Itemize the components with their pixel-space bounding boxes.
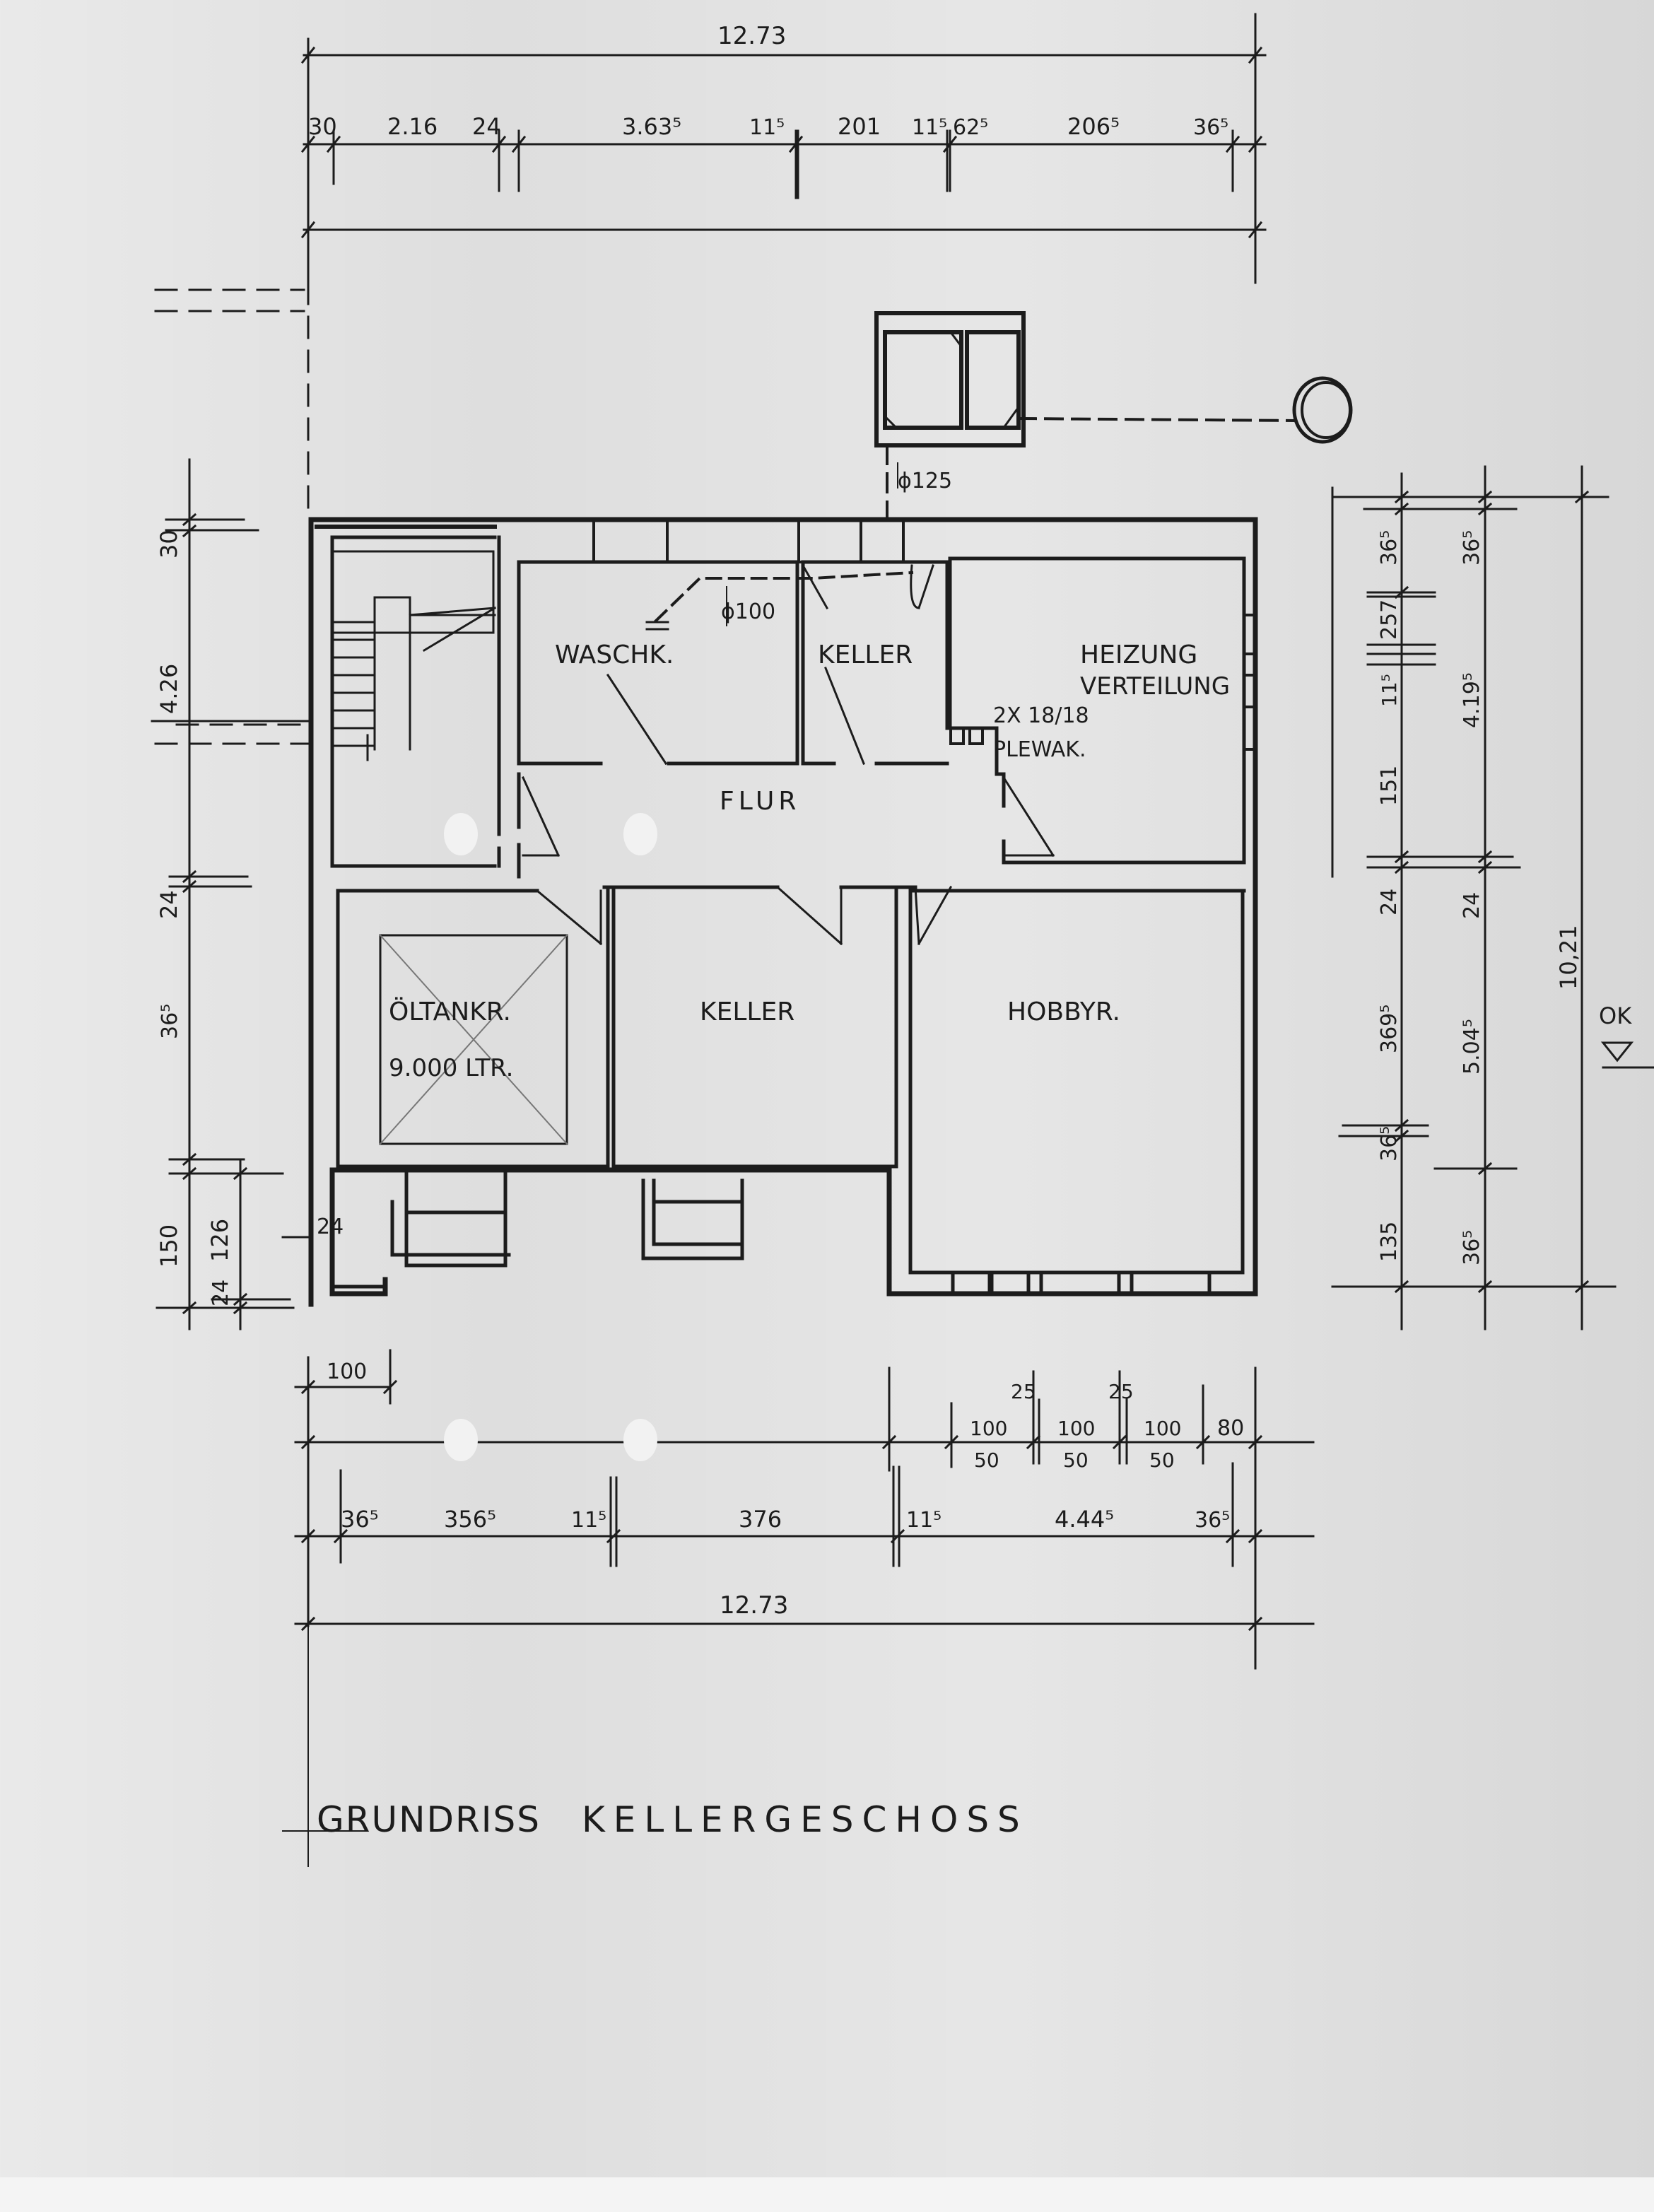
dim-window-3-top: 100: [1144, 1417, 1181, 1440]
floor-drain: [645, 621, 669, 631]
dim-top-7: 11⁵: [912, 115, 947, 140]
dim-window-1-bottom: 50: [974, 1449, 999, 1472]
left-guide-lines: [154, 281, 312, 745]
dim-left-small: 24: [317, 1215, 344, 1239]
dim-window-1-top: 100: [970, 1417, 1007, 1440]
punch-holes: [444, 813, 657, 1461]
dim-bottom-small: 100: [327, 1359, 367, 1384]
level-label: OK: [1599, 1002, 1632, 1029]
dim-right-mid-1: 36⁵: [1460, 530, 1484, 566]
right-dimension-lines: [1331, 465, 1617, 1330]
dim-bottom-6: 4.44⁵: [1055, 1506, 1114, 1533]
dim-left-7: 24: [209, 1280, 233, 1306]
dim-right-7: 36⁵: [1377, 1126, 1402, 1161]
pipe-100-label: ϕ100: [721, 599, 775, 624]
dim-right-5: 24: [1377, 889, 1402, 915]
dim-right-2: 257: [1377, 599, 1402, 640]
dim-window-end: 80: [1217, 1416, 1244, 1441]
dim-bottom-2: 356⁵: [444, 1506, 496, 1533]
pipe-125-label: ϕ125: [898, 469, 952, 493]
dim-bottom-5: 11⁵: [906, 1508, 942, 1533]
dim-right-mid-2: 4.19⁵: [1460, 672, 1484, 728]
room-label-oltank: ÖLTANKR.: [389, 997, 511, 1026]
pipe-to-manhole: [1016, 416, 1297, 423]
room-label-keller-bottom: KELLER: [700, 997, 794, 1026]
pipe-100: [654, 570, 914, 623]
dim-right-total: 10,21: [1555, 925, 1582, 990]
room-label-flur: FLUR: [720, 787, 800, 816]
light-wells: [390, 1164, 1212, 1296]
room-label-heizung: HEIZUNG: [1080, 640, 1197, 669]
dim-window-2-top: 100: [1057, 1417, 1095, 1440]
dim-bottom-3: 11⁵: [571, 1508, 606, 1533]
dim-window-3-bottom: 50: [1149, 1449, 1175, 1472]
right-windows: [1243, 614, 1257, 751]
dim-top-3: 24: [472, 113, 501, 140]
dim-right-4: 151: [1377, 766, 1402, 806]
dim-left-6: 126: [206, 1219, 233, 1262]
dim-top-8: 62⁵: [953, 115, 988, 140]
title-part-1: GRUNDRISS: [317, 1799, 541, 1840]
room-label-verteilung: VERTEILUNG: [1080, 672, 1230, 701]
chimney-label-2: PLEWAK.: [993, 737, 1086, 762]
dim-left-3: 24: [156, 890, 182, 919]
top-dimension-lines: [300, 13, 1267, 284]
dim-bottom-4: 376: [739, 1506, 782, 1533]
dim-top-9: 206⁵: [1067, 113, 1120, 140]
outer-walls: [308, 517, 1258, 1307]
top-windows: [315, 518, 905, 563]
dim-top-total: 12.73: [717, 22, 786, 50]
dim-window-gap-2: 25: [1108, 1380, 1134, 1403]
dim-right-mid-5: 36⁵: [1460, 1230, 1484, 1265]
room-label-oltank-volume: 9.000 LTR.: [389, 1054, 513, 1082]
dim-left-5: 150: [156, 1224, 182, 1268]
dim-top-6: 201: [838, 113, 881, 140]
room-label-waschk: WASCHK.: [555, 640, 674, 669]
drawing-title: GRUNDRISS KELLERGESCHOSS: [317, 1799, 1028, 1840]
dim-right-mid-4: 5.04⁵: [1460, 1019, 1484, 1075]
cistern: [874, 311, 1026, 447]
left-dimension-lines: [151, 458, 312, 1330]
dim-right-mid-3: 24: [1460, 892, 1484, 919]
chimney-label: 2X 18/18: [993, 703, 1089, 728]
title-part-2: KELLERGESCHOSS: [581, 1799, 1028, 1840]
dim-right-1: 36⁵: [1377, 530, 1402, 566]
dim-left-2: 4.26: [156, 664, 182, 714]
dim-bottom-1: 36⁵: [341, 1506, 379, 1533]
oil-tank: [379, 934, 568, 1145]
level-marker: [1600, 1041, 1654, 1069]
dim-top-10: 36⁵: [1193, 115, 1228, 140]
dim-top-1: 30: [308, 113, 337, 140]
dim-left-1: 30: [156, 529, 182, 558]
room-label-hobby: HOBBYR.: [1007, 997, 1120, 1026]
chimney: [949, 727, 984, 745]
staircase: [331, 550, 497, 761]
door-swings: [522, 563, 1055, 946]
manhole-inner: [1301, 381, 1351, 439]
dim-bottom-total: 12.73: [720, 1591, 788, 1620]
dim-top-2: 2.16: [387, 113, 438, 140]
dim-right-8: 135: [1377, 1222, 1402, 1262]
entrance-wall: [330, 1193, 387, 1289]
dim-bottom-7: 36⁵: [1195, 1508, 1230, 1533]
room-label-keller-top: KELLER: [818, 640, 913, 669]
paper-edge: [0, 2177, 1654, 2212]
dim-top-4: 3.63⁵: [622, 113, 681, 140]
dim-right-6: 369⁵: [1377, 1005, 1402, 1053]
dim-left-4: 36⁵: [158, 1004, 182, 1039]
dim-window-gap-1: 25: [1011, 1380, 1036, 1403]
dim-window-2-bottom: 50: [1063, 1449, 1089, 1472]
dim-right-3: 11⁵: [1378, 674, 1401, 707]
dim-top-5: 11⁵: [749, 115, 785, 140]
